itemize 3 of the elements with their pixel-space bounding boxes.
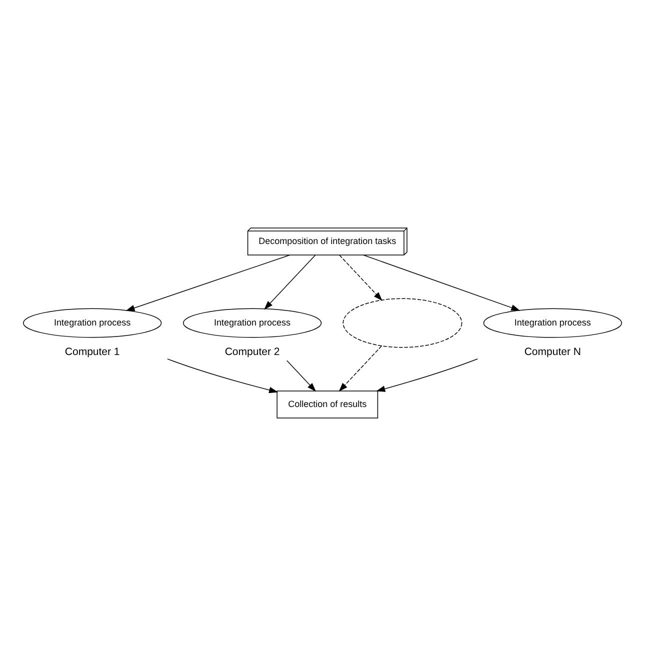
node-label: Computer N: [524, 346, 581, 358]
node-label: Computer 1: [64, 346, 120, 358]
node-label: Computer 2: [224, 346, 280, 358]
